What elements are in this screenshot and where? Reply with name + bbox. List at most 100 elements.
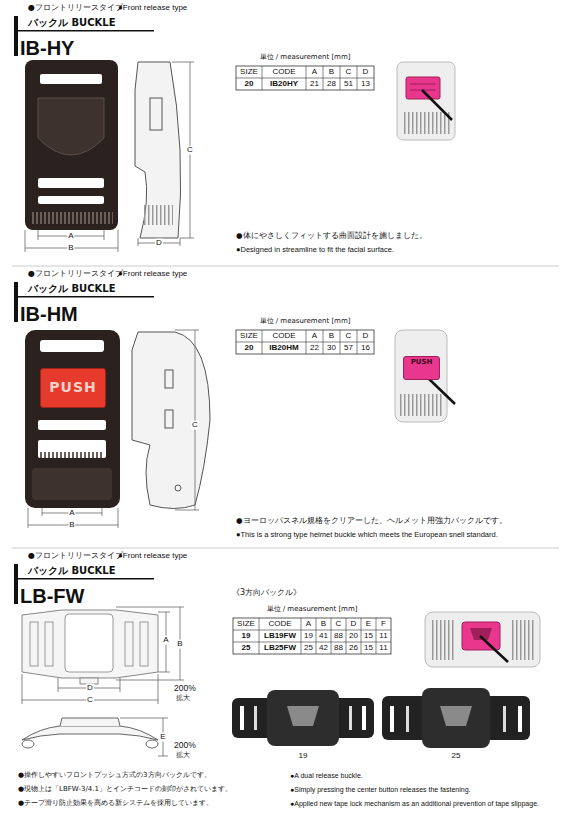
dimension-letter: C	[191, 421, 199, 430]
table-cell: 20	[245, 80, 254, 89]
ib-hy-side	[135, 62, 194, 246]
table-cell: 26	[349, 644, 358, 653]
table-cell: A	[306, 620, 311, 629]
table-cell: 88	[334, 632, 343, 641]
scale-note: 拡大	[176, 695, 190, 703]
table-cell: 30	[327, 344, 336, 353]
table-cell: 25	[242, 644, 251, 653]
lb19fw-photo	[232, 690, 374, 746]
lb-fw-profile	[22, 718, 168, 756]
dimension-letter: A	[162, 636, 169, 645]
button-text: PUSH	[49, 380, 96, 395]
table-cell: 88	[334, 644, 343, 653]
table-cell: 20	[349, 632, 358, 641]
table-cell: D	[363, 332, 369, 341]
table-cell: 20	[245, 344, 254, 353]
product-code: LB-FW	[20, 585, 84, 607]
size-caption: 25	[452, 752, 461, 761]
ib-hm-icon	[395, 330, 447, 422]
table-cell: A	[312, 332, 317, 341]
table-cell: CODE	[272, 68, 295, 77]
separator	[12, 266, 559, 267]
push-button-icon: PUSH	[403, 356, 440, 380]
note-text: ●Applied new tape lock mechanism as an a…	[290, 800, 539, 808]
table-cell: 19	[242, 632, 251, 641]
table-cell: 42	[319, 644, 328, 653]
dimension-letter: A	[67, 232, 74, 241]
product-code: IB-HM	[20, 303, 78, 325]
table-cell: 13	[361, 80, 370, 89]
ib-hm-front	[25, 330, 120, 528]
unit-note: 単位 / measurement [mm]	[260, 318, 351, 326]
table-cell: 11	[379, 632, 387, 641]
table-cell: 16	[361, 344, 370, 353]
table-cell: D	[363, 68, 369, 77]
dimension-letter: B	[68, 521, 75, 530]
table-cell: 51	[344, 80, 353, 89]
unit-note: 単位 / measurement [mm]	[260, 54, 351, 62]
dimension-letter: C	[86, 696, 94, 705]
note-text: ●操作しやすいフロントプッシュ方式の3方向バックルです。	[18, 772, 211, 780]
table-cell: 41	[319, 632, 328, 641]
dimension-letter: B	[176, 640, 183, 649]
dimension-letter: B	[67, 244, 74, 253]
table-cell: LB25FW	[264, 644, 296, 653]
table-cell: 21	[310, 80, 319, 89]
header-text: ●Front release type	[118, 270, 187, 279]
dimension-letter: C	[186, 146, 194, 155]
table-cell: F	[381, 620, 386, 629]
table-grids	[233, 66, 391, 654]
table-cell: 28	[327, 80, 336, 89]
ib-hy-front	[25, 60, 118, 252]
dimension-letter: E	[159, 733, 166, 742]
note-text: ●Designed in streamline to fit the facia…	[236, 246, 394, 254]
note-text: ●テープ滑り防止効果を高める新システムを採用しています。	[18, 800, 213, 808]
ib-hm-side	[132, 330, 210, 510]
table-cell: 57	[344, 344, 353, 353]
table-cell: SIZE	[237, 620, 255, 629]
lb25fw-photo	[382, 688, 530, 748]
size-caption: 19	[299, 752, 308, 761]
table-cell: 19	[304, 632, 313, 641]
table-cell: SIZE	[240, 68, 258, 77]
note-text: ●現物上は「LBFW-3/4.1」とインチコードの刻印がされています。	[18, 786, 232, 794]
table-cell: B	[329, 68, 334, 77]
scale-note: 拡大	[176, 752, 190, 760]
table-cell: E	[366, 620, 371, 629]
table-cell: IB20HY	[270, 80, 298, 89]
note-text: ●A dual release buckle.	[290, 772, 363, 780]
ib-hy-icon	[397, 62, 455, 140]
table-cell: CODE	[268, 620, 291, 629]
header-text: ●フロントリリースタイプ	[28, 4, 123, 13]
lb-fw-front	[22, 607, 184, 704]
note-text: ●ヨーロッパスネル規格をクリアーした、ヘルメット用強力バックルです。	[236, 517, 507, 525]
table-cell: A	[312, 68, 317, 77]
table-cell: 11	[379, 644, 387, 653]
header-text: ●フロントリリースタイプ	[28, 270, 123, 279]
header-text: ●フロントリリースタイプ	[28, 552, 123, 561]
table-cell: D	[351, 620, 357, 629]
header-text: ●Front release type	[118, 552, 187, 561]
scale-note: 200%	[174, 741, 196, 750]
table-cell: SIZE	[240, 332, 258, 341]
product-code: IB-HY	[20, 37, 74, 59]
dimension-letter: D	[155, 239, 163, 248]
table-cell: 15	[364, 644, 373, 653]
header-text: バックル BUCKLE	[28, 283, 116, 294]
note-text: ●体にやさしくフィットする曲面設計を施しました。	[236, 232, 427, 240]
table-cell: B	[329, 332, 334, 341]
pointer-arrow	[428, 378, 455, 404]
note-text: ●This is a strong type helmet buckle whi…	[236, 531, 498, 539]
table-cell: C	[346, 332, 352, 341]
dimension-letter: A	[68, 509, 75, 518]
table-cell: C	[336, 620, 342, 629]
table-cell: B	[321, 620, 326, 629]
header-text: バックル BUCKLE	[28, 565, 116, 576]
section-brackets	[14, 16, 154, 604]
push-button: PUSH	[40, 368, 106, 408]
table-cell: 22	[310, 344, 319, 353]
table-cell: 15	[364, 632, 373, 641]
header-text: ●Front release type	[118, 4, 187, 13]
table-cell: IB20HM	[269, 344, 298, 353]
table-cell: CODE	[272, 332, 295, 341]
